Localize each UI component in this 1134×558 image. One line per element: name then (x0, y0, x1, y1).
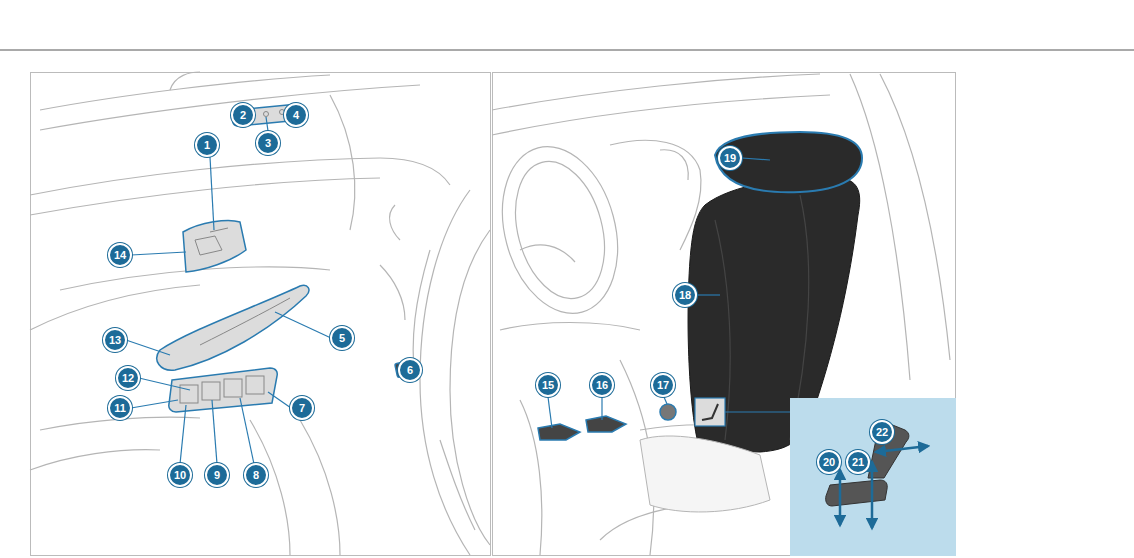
cabin-sketch (485, 74, 950, 555)
detail-inset (790, 398, 956, 556)
callout-number: 20 (817, 450, 841, 474)
leader-lines-right (548, 158, 790, 428)
callout-number: 22 (870, 420, 894, 444)
callout-number: 11 (108, 396, 132, 420)
callout-number: 9 (205, 463, 229, 487)
door-handle (157, 285, 309, 370)
callout-number: 5 (330, 326, 354, 350)
callout-number: 3 (256, 131, 280, 155)
right-panel (493, 73, 956, 556)
callout-number: 2 (231, 103, 255, 127)
callout-number: 6 (398, 358, 422, 382)
leader-lines (126, 112, 406, 464)
head-restraint (715, 132, 862, 192)
callout-number: 13 (103, 328, 127, 352)
callout-number: 4 (284, 103, 308, 127)
left-panel (31, 73, 491, 556)
adjust-arrows (840, 446, 928, 528)
seat-switch (695, 398, 725, 426)
callout-number: 16 (590, 373, 614, 397)
callout-number: 7 (290, 396, 314, 420)
callout-number: 10 (168, 463, 192, 487)
callout-number: 14 (108, 243, 132, 267)
highlighted-controls (157, 104, 309, 412)
callout-number: 1 (195, 133, 219, 157)
seat-cushion (640, 436, 770, 512)
seat-knob (660, 404, 676, 420)
callout-number: 17 (651, 373, 675, 397)
door-sketch (30, 72, 490, 555)
callout-number: 8 (244, 463, 268, 487)
callout-number: 15 (536, 373, 560, 397)
callout-number: 12 (116, 366, 140, 390)
callout-number: 18 (673, 283, 697, 307)
header-rule (0, 50, 1134, 51)
window-switches (169, 368, 277, 412)
switch-details (180, 110, 290, 404)
callout-number: 21 (846, 450, 870, 474)
callout-number: 19 (718, 146, 742, 170)
